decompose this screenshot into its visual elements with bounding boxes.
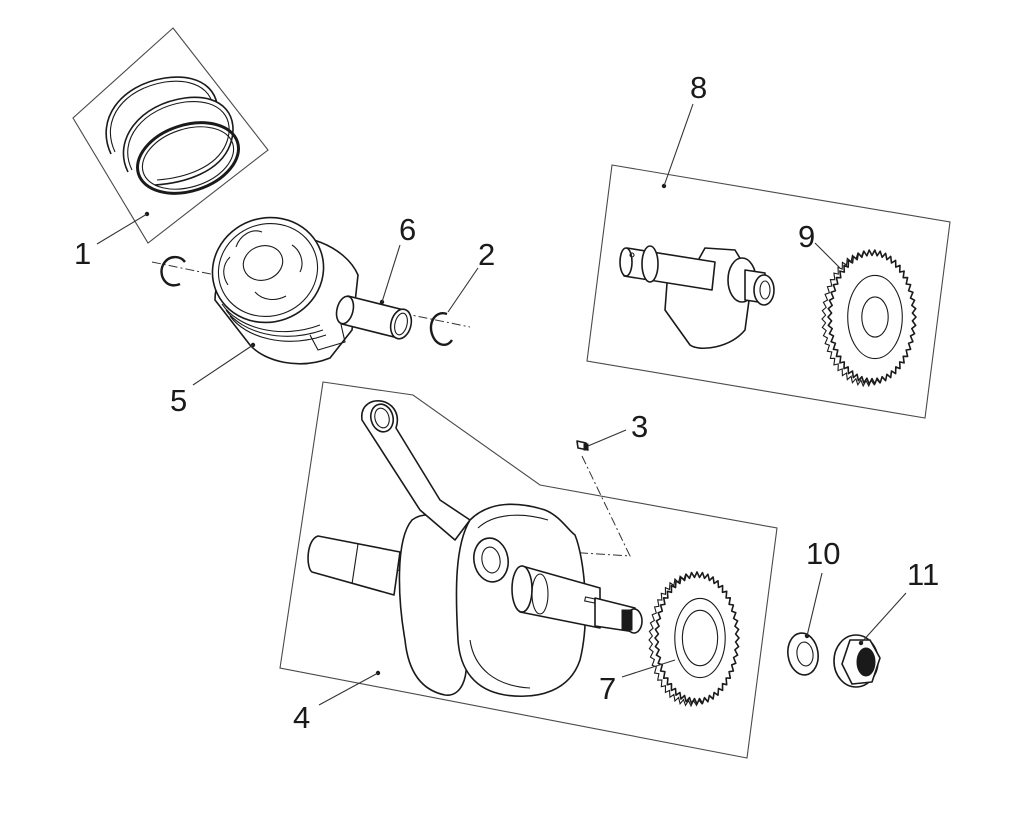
callout-2-leader xyxy=(447,267,479,313)
callout-4-leader xyxy=(318,672,379,706)
circlip-right[interactable] xyxy=(429,312,454,346)
circlip-left[interactable] xyxy=(160,255,186,287)
callout-3[interactable]: 3 xyxy=(631,409,648,444)
balancer-group-frame xyxy=(586,164,951,419)
callout-10[interactable]: 10 xyxy=(806,536,840,571)
gear-hub xyxy=(847,274,903,360)
gear-bore xyxy=(681,609,719,667)
callout-7[interactable]: 7 xyxy=(599,671,616,706)
crankshaft-gear[interactable] xyxy=(648,571,740,708)
callout-3-leader xyxy=(587,429,627,447)
piston-rings[interactable] xyxy=(105,76,248,205)
gear-teeth xyxy=(827,249,917,385)
callout-7-leader xyxy=(621,659,676,678)
callout-5[interactable]: 5 xyxy=(170,383,187,418)
gear-hub xyxy=(674,597,726,679)
piston-pin-axis xyxy=(151,261,471,328)
callout-6-leader xyxy=(381,244,401,303)
callout-11[interactable]: 11 xyxy=(907,557,939,592)
callout-6[interactable]: 6 xyxy=(399,212,416,247)
balancer-shaft[interactable] xyxy=(619,245,775,350)
piston[interactable] xyxy=(198,202,359,365)
key-alignment-axis xyxy=(566,455,631,573)
callout-10-leader xyxy=(806,572,823,637)
callout-11-leader xyxy=(860,592,907,644)
crankshaft-assembly[interactable] xyxy=(307,400,643,697)
gear-bore xyxy=(861,296,889,338)
callout-9[interactable]: 9 xyxy=(798,219,815,254)
callout-4[interactable]: 4 xyxy=(293,700,310,735)
crankshaft-group-frame xyxy=(279,381,778,759)
callout-1-leader xyxy=(96,213,148,245)
gear-teeth xyxy=(654,571,740,705)
callout-5-leader xyxy=(192,344,254,386)
washer[interactable] xyxy=(785,631,821,677)
callout-1[interactable]: 1 xyxy=(74,236,91,271)
flange-nut[interactable] xyxy=(833,634,881,688)
woodruff-key[interactable] xyxy=(576,440,589,451)
piston-ring-group-frame xyxy=(72,27,269,244)
piston-pin[interactable] xyxy=(334,294,414,340)
balancer-gear[interactable] xyxy=(821,249,917,388)
callout-9-leader xyxy=(814,242,841,269)
callout-8-leader xyxy=(663,103,694,187)
callout-2[interactable]: 2 xyxy=(478,237,495,272)
callout-8[interactable]: 8 xyxy=(690,70,707,105)
